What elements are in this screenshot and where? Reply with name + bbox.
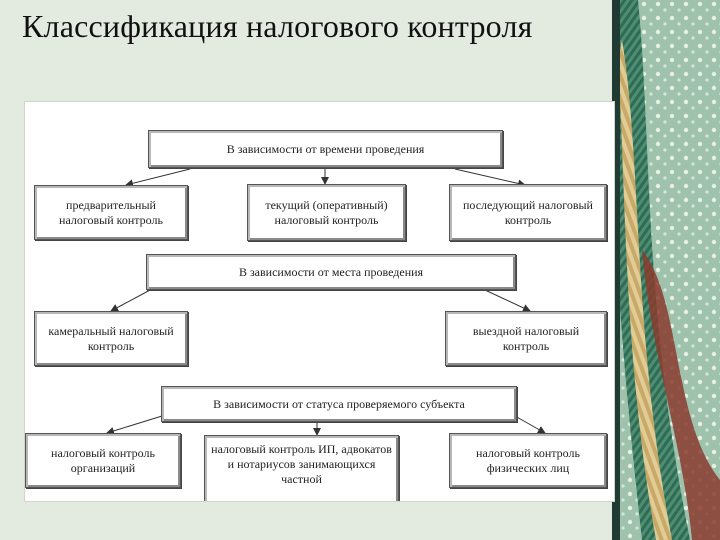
item-desk-audit: камеральный налоговый контроль [34,311,188,366]
item-individuals: налоговый контроль физических лиц [449,433,607,488]
classification-diagram: В зависимости от времени проведения пред… [24,101,615,502]
item-subsequent-control: последующий налоговый контроль [449,184,607,241]
arrow-time-to-preliminary [125,168,191,188]
decorative-fabric-border [612,0,720,540]
item-organizations: налоговый контроль организаций [25,433,181,488]
arrow-place-to-field [484,289,531,312]
item-entrepreneurs-lawyers-notaries: налоговый контроль ИП, адвокатов и нотар… [204,435,399,501]
arrow-status-to-organizations [106,415,163,435]
arrow-status-to-individuals [514,415,546,434]
item-current-control: текущий (оперативный) налоговый контроль [247,184,406,241]
arrow-time-to-subsequent [454,168,526,188]
category-by-place: В зависимости от места проведения [146,254,516,290]
category-by-subject-status: В зависимости от статуса проверяемого су… [161,386,517,422]
slide-title: Классификация налогового контроля [22,8,533,44]
arrow-place-to-desk [110,289,151,312]
item-preliminary-control: предварительный налоговый контроль [34,185,188,240]
category-by-time: В зависимости от времени проведения [148,130,503,168]
item-field-audit: выездной налоговый контроль [445,311,607,366]
